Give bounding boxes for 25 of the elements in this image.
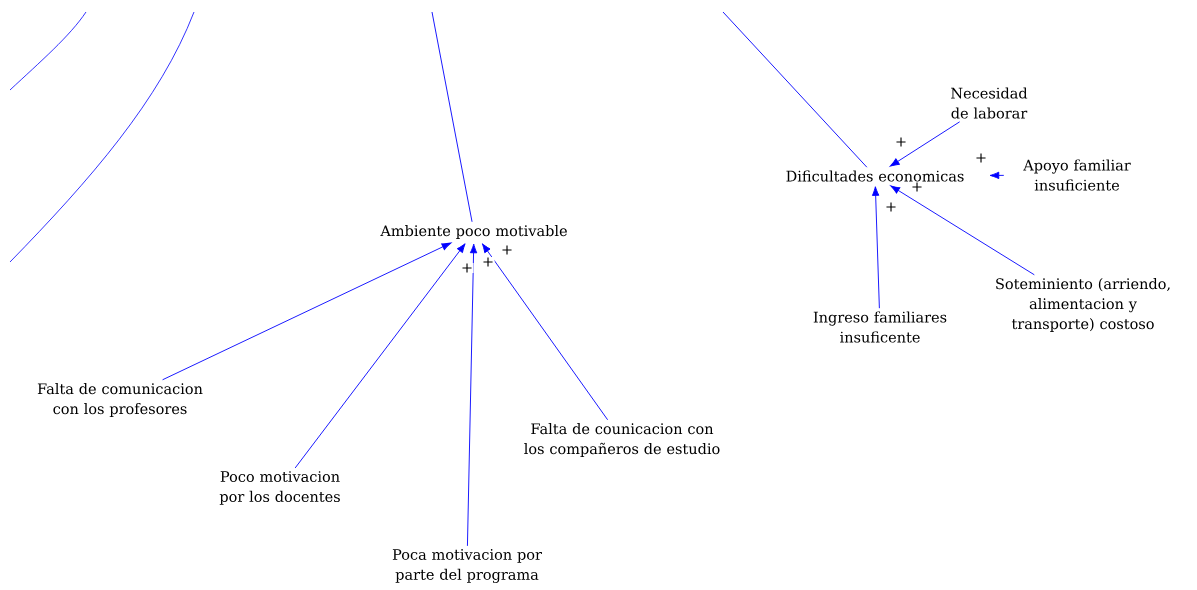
variable-label: Poco motivacion por los docentes [219, 471, 340, 505]
arrow [889, 121, 961, 167]
arrow [162, 242, 452, 381]
arrow [871, 186, 880, 309]
variable-label: Dificultades economicas [786, 170, 964, 182]
arrow [989, 171, 1005, 180]
arrow [294, 243, 466, 469]
variable-label: Poca motivacion por parte del programa [392, 549, 542, 583]
polarity-sign: + [974, 152, 988, 164]
polarity-sign: + [481, 256, 495, 268]
polarity-sign: + [894, 136, 908, 148]
variable-label: Ambiente poco motivable [380, 225, 567, 239]
polarity-sign: + [910, 181, 924, 193]
variable-label: Necesidad de laborar [951, 87, 1028, 119]
variable-label: Soteminiento (arriendo, alimentacion y transporte) costoso [996, 278, 1170, 332]
variable-label: Falta de counicacion con los compañeros de estudio [524, 423, 720, 457]
variable-label: Ingreso familiares insuficente [813, 311, 947, 343]
variable-label: Falta de comunicacion con los profesores [37, 383, 203, 417]
arrow [467, 243, 478, 547]
variable-label: Apoyo familiar insuficiente [1023, 159, 1131, 191]
polarity-sign: + [884, 201, 898, 213]
polarity-sign: + [500, 244, 514, 256]
arrow [481, 243, 609, 421]
polarity-sign: + [460, 262, 474, 274]
arrow [890, 185, 1035, 276]
